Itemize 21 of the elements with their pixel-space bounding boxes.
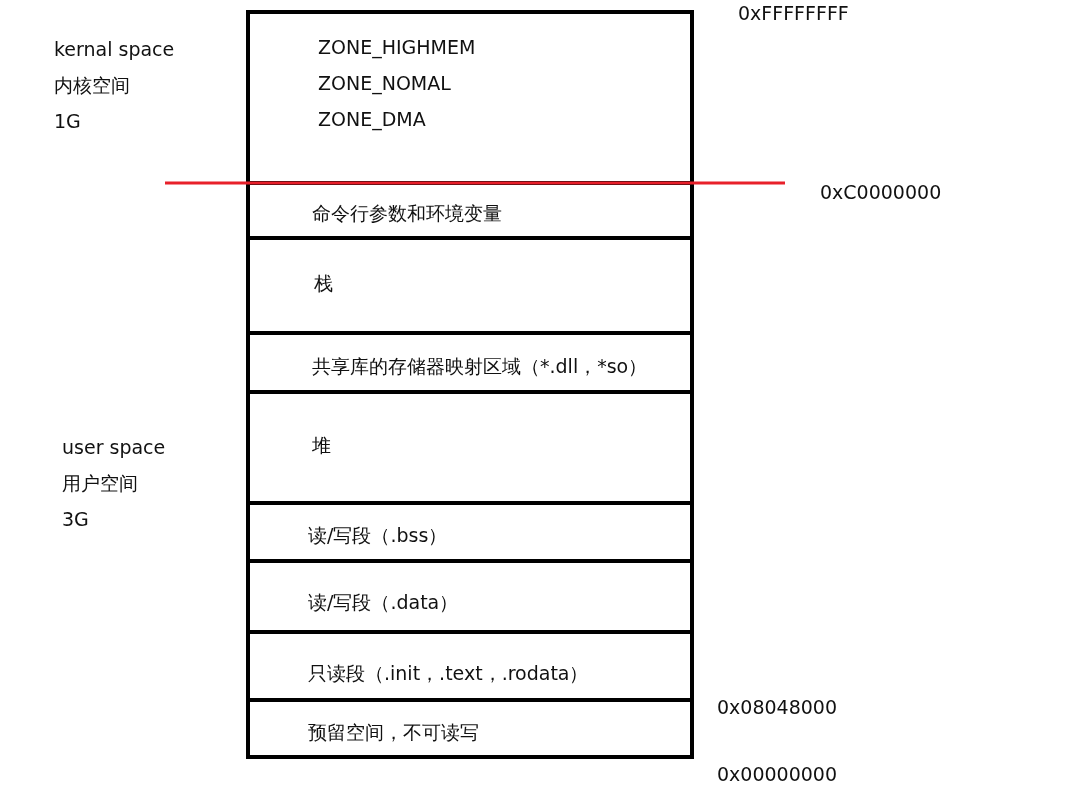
address-label: 0xFFFFFFFF (738, 2, 849, 24)
address-label: 0x08048000 (717, 696, 838, 718)
segment-label: 堆 (312, 434, 331, 456)
region-label: 用户空间 (62, 472, 138, 494)
segment-label: 栈 (314, 272, 333, 294)
segment-label: 命令行参数和环境变量 (312, 202, 502, 224)
region-label: user space (62, 436, 166, 458)
size-label: 3G (62, 508, 89, 530)
segment-label: 预留空间，不可读写 (308, 721, 479, 743)
zone-label: ZONE_HIGHMEM (318, 36, 476, 58)
segment-label: 共享库的存储器映射区域（*.dll，*so） (312, 355, 648, 377)
segment-label: 读/写段（.data） (308, 591, 459, 613)
region-label: 内核空间 (54, 74, 130, 96)
segment-label: 读/写段（.bss） (308, 524, 448, 546)
region-label: kernal space (54, 38, 175, 60)
zone-label: ZONE_NOMAL (318, 72, 451, 94)
segment-label: 只读段（.init，.text，.rodata） (308, 662, 589, 684)
address-label: 0xC0000000 (820, 181, 942, 203)
address-label: 0x00000000 (717, 763, 838, 785)
size-label: 1G (54, 110, 81, 132)
zone-label: ZONE_DMA (318, 108, 426, 130)
